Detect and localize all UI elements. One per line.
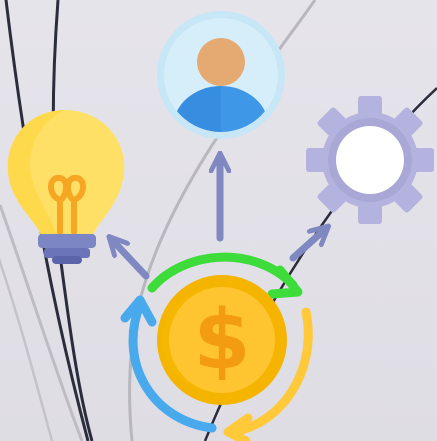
gear-icon [306, 96, 434, 224]
lightbulb-icon [7, 110, 125, 264]
flow-arrows [115, 162, 322, 280]
wire-light-1 [0, 204, 84, 441]
wire-light-2 [0, 257, 54, 441]
circular-refresh-arrows-icon [120, 252, 313, 441]
coin-symbol: $ [193, 293, 250, 388]
arrow-to-gear [289, 232, 322, 262]
dollar-coin-icon: $ [157, 275, 287, 405]
arrow-to-idea [115, 243, 150, 280]
cycle-arrowhead-green [267, 265, 303, 299]
cycle-arrow-yellow [227, 307, 313, 437]
cycle-arrowhead-yellow [223, 413, 253, 441]
user-avatar-icon [157, 11, 285, 139]
cycle-arrowhead-blue [120, 295, 157, 327]
cycle-arrow-blue [128, 300, 217, 433]
